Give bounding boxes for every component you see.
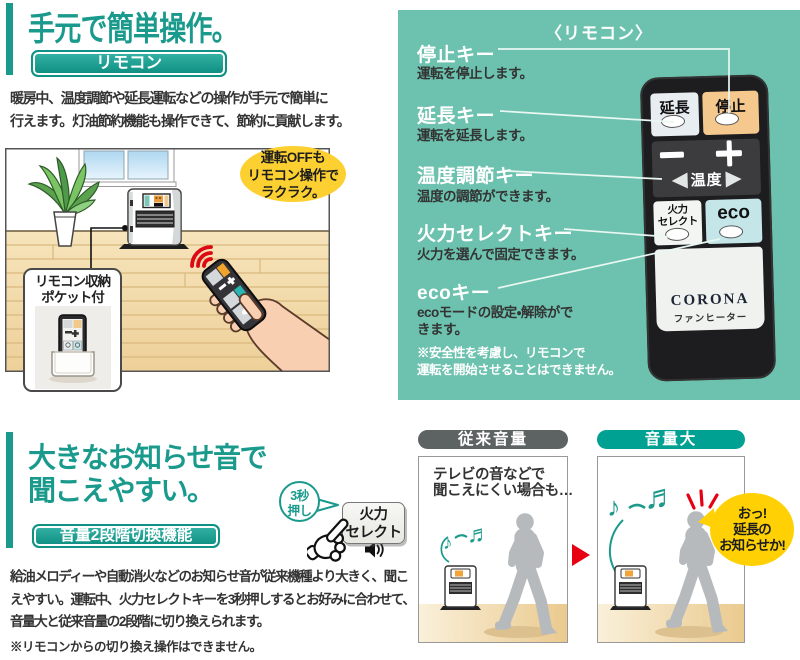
key-desc-extend: 運転を延長します。 <box>417 128 533 143</box>
section-volume-heading: 大きなお知らせ音で 聞こえやすい。 <box>28 442 267 506</box>
plant <box>27 156 100 247</box>
remote-badge: リモコン <box>31 50 227 77</box>
brand-logo: CORONA <box>670 290 750 310</box>
pocket-photo <box>35 306 111 389</box>
key-item-temp: 温度調節キー <box>417 166 535 187</box>
key-desc-temp: 温度の調節ができます。 <box>417 189 559 204</box>
fan-heater <box>119 188 189 249</box>
temp-label: 温度 <box>690 171 723 190</box>
key-item-eco: ecoキー <box>417 283 491 304</box>
alert-strokes <box>686 489 719 510</box>
panel-title: 〈リモコン〉 <box>545 24 653 43</box>
person-silhouette <box>494 513 557 635</box>
remote-temp-section: 温度 <box>651 138 762 198</box>
speaker-icon <box>365 541 384 558</box>
key-item-power-select: 火力セレクトキー <box>417 224 574 245</box>
person-silhouette-2 <box>665 511 728 633</box>
section-volume-note: ※リモコンからの切り換え操作はできません。 <box>10 640 262 654</box>
window <box>76 148 177 187</box>
remote-off-bubble: 運転OFFも リモコン操作で ラクラク。 <box>240 146 346 202</box>
section-remote-body: 暖房中、温度調節や延長運転などの操作が手元で簡単に 行えます。灯油節約機能も操作… <box>10 90 351 129</box>
section-volume-body: 給油メロディーや自動消火などのお知らせ音が従来機種より大きく、聞こ えやすい。運… <box>10 569 416 629</box>
key-desc-power-select: 火力を選んで固定できます。 <box>417 247 584 262</box>
key-desc-stop: 運転を停止します。 <box>417 66 533 81</box>
pressing-hand-icon <box>307 518 349 562</box>
svg-text:♬: ♬ <box>644 478 678 516</box>
key-desc-eco: ecoモードの設定・解除ができます。 <box>417 305 573 337</box>
key-item-extend: 延長キー <box>417 106 496 127</box>
svg-text:♬: ♬ <box>467 521 491 548</box>
before-title: 従来音量 <box>418 430 568 449</box>
hand-holding-remote <box>201 258 330 372</box>
press-3sec-bubble: 3秒 押し <box>279 481 320 522</box>
panel-note: ※安全性を考慮し、リモコンで 運転を開始させることはできません。 <box>417 346 621 377</box>
mini-heater-2 <box>610 565 651 610</box>
remote-pocket-cord <box>90 225 128 268</box>
power-select-button[interactable]: 火力 セレクト <box>342 502 405 544</box>
remote-signal-arcs <box>190 245 213 268</box>
volume-badge: 音量2段階切換機能 <box>32 524 220 548</box>
after-callout: おっ! 延長の お知らせか! <box>710 493 794 566</box>
mini-heater <box>440 565 481 610</box>
before-caption: テレビの音などで 聞こえにくい場合も… <box>433 467 573 499</box>
svg-text:♪: ♪ <box>607 492 621 522</box>
minus-icon[interactable] <box>659 151 685 158</box>
key-item-stop: 停止キー <box>417 45 496 66</box>
section-remote-heading: 手元で簡単操作。 <box>28 10 239 47</box>
section-accent-bar <box>6 3 13 75</box>
pocket-callout: リモコン収納 ポケット付 <box>23 268 122 392</box>
music-notes: ♪ ♬ <box>440 521 491 563</box>
temp-down-arrow[interactable] <box>671 172 688 189</box>
temp-up-arrow[interactable] <box>725 170 742 187</box>
plant-pot <box>53 211 77 247</box>
after-title: 音量大 <box>597 430 745 449</box>
before-frame <box>418 456 568 643</box>
plus-icon-v[interactable] <box>726 140 733 167</box>
remote-brand-area: CORONA ファンヒーター <box>654 246 765 332</box>
remote-key-panel: 〈リモコン〉 停止キー 運転を停止します。 延長キー 運転を延長します。 温度調… <box>398 10 800 400</box>
before-scene: ♪ ♬ <box>418 456 568 643</box>
product-label: ファンヒーター <box>673 311 748 325</box>
remote-control: 延長 停止 温度 火力 セレクト eco <box>639 74 777 382</box>
music-notes-big: ♪ ♬ <box>607 478 678 575</box>
arrow-right-icon <box>572 544 590 566</box>
section-accent-bar-2 <box>6 432 13 548</box>
svg-text:♪: ♪ <box>443 533 453 554</box>
